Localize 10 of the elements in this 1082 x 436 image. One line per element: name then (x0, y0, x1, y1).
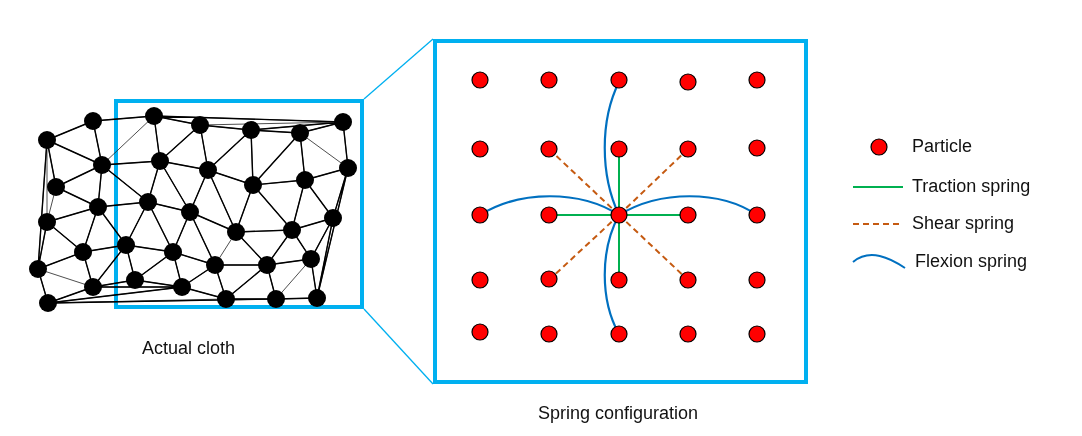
frame-box (433, 39, 808, 384)
legend-label: Particle (912, 136, 973, 157)
legend-label: Flexion spring (915, 251, 1028, 272)
frame-box (114, 99, 364, 309)
legend-label: Shear spring (912, 213, 1015, 234)
zoom-line (363, 38, 434, 100)
zoom-line (363, 308, 434, 385)
legend-label: Traction spring (912, 176, 1031, 197)
node-label: Actual cloth (142, 338, 236, 359)
node-label: Spring configuration (538, 403, 699, 424)
